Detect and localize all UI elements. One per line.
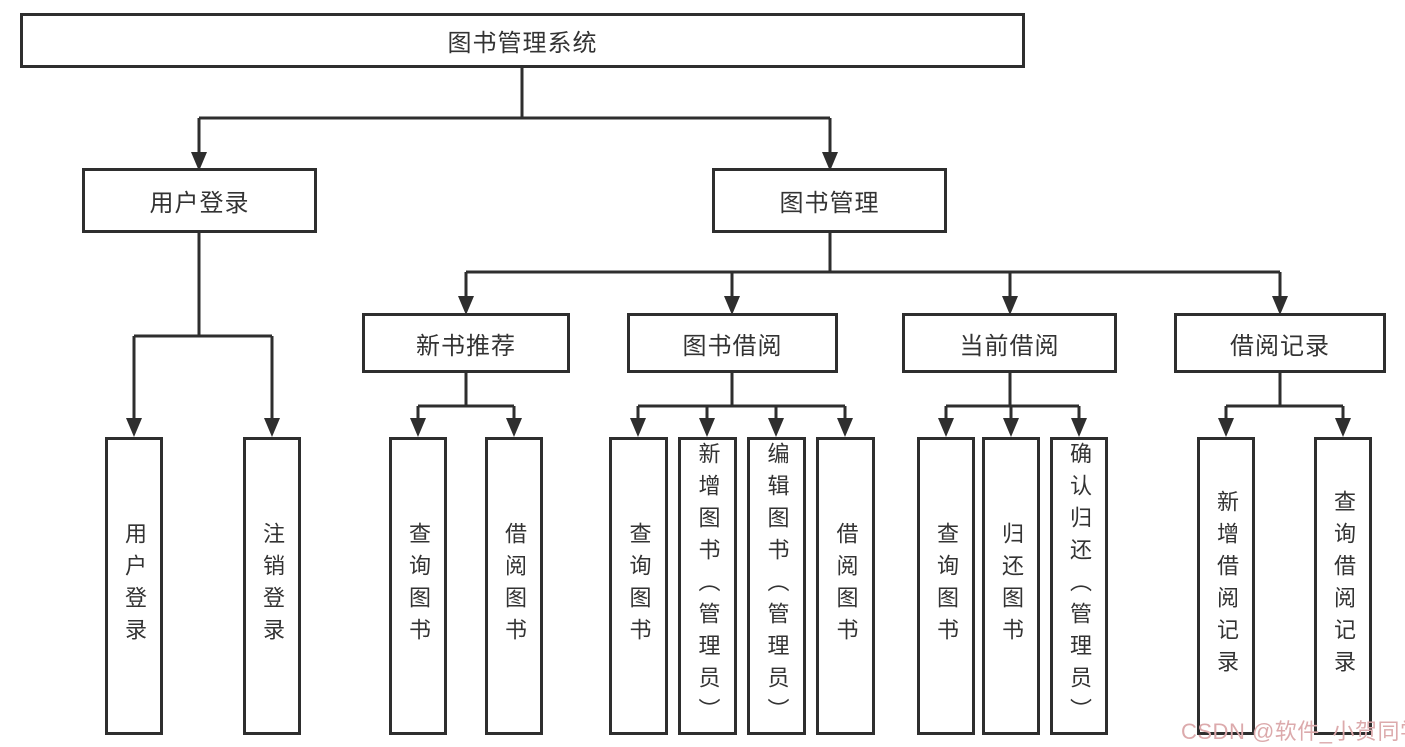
connector-shafts xyxy=(132,68,1345,420)
leaf-query-books-borrowing: 查询图书 xyxy=(609,437,668,735)
leaf-query-books-recommend: 查询图书 xyxy=(389,437,447,735)
node-book-management: 图书管理 xyxy=(712,168,947,233)
node-user-login-group: 用户登录 xyxy=(82,168,317,233)
node-label: 借阅记录 xyxy=(1230,332,1330,360)
node-book-borrowing: 图书借阅 xyxy=(627,313,838,373)
leaf-add-borrow-record: 新增借阅记录 xyxy=(1197,437,1255,735)
node-label: 借阅图书 xyxy=(833,522,859,650)
node-label: 借阅图书 xyxy=(502,522,527,650)
node-current-borrowing: 当前借阅 xyxy=(902,313,1117,373)
node-label: 图书借阅 xyxy=(682,332,783,360)
leaf-user-login: 用户登录 xyxy=(105,437,163,735)
leaf-query-books-current: 查询图书 xyxy=(917,437,975,735)
node-label: 用户登录 xyxy=(149,190,250,217)
leaf-borrow-books: 借阅图书 xyxy=(816,437,875,735)
node-label: 查询图书 xyxy=(934,522,959,650)
leaf-query-borrow-record: 查询借阅记录 xyxy=(1314,437,1372,735)
node-borrowing-records: 借阅记录 xyxy=(1174,313,1386,373)
leaf-logout-login: 注销登录 xyxy=(243,437,301,735)
node-library-management-system: 图书管理系统 xyxy=(20,13,1025,68)
leaf-edit-books-admin: 编辑图书（管理员） xyxy=(747,437,806,735)
node-label: 查询借阅记录 xyxy=(1331,490,1356,682)
leaf-borrow-books-recommend: 借阅图书 xyxy=(485,437,543,735)
node-label: 图书管理 xyxy=(779,190,880,217)
node-label: 用户登录 xyxy=(122,522,147,650)
node-label: 归还图书 xyxy=(999,522,1024,650)
node-label: 确认归还（管理员） xyxy=(1067,442,1092,730)
node-label: 新书推荐 xyxy=(416,332,516,360)
csdn-watermark: CSDN @软件_小贺同学 xyxy=(1181,719,1405,744)
node-label: 新增借阅记录 xyxy=(1214,490,1239,682)
node-new-book-recommend: 新书推荐 xyxy=(362,313,570,373)
node-label: 新增图书（管理员） xyxy=(695,442,721,730)
leaf-return-books: 归还图书 xyxy=(982,437,1040,735)
leaf-add-books-admin: 新增图书（管理员） xyxy=(678,437,737,735)
node-label: 图书管理系统 xyxy=(447,30,598,57)
node-label: 查询图书 xyxy=(626,522,652,650)
node-label: 查询图书 xyxy=(406,522,431,650)
node-label: 注销登录 xyxy=(260,522,285,650)
node-label: 当前借阅 xyxy=(959,332,1060,360)
connector-arrowheads xyxy=(126,152,1351,437)
node-label: 编辑图书（管理员） xyxy=(764,442,790,730)
leaf-confirm-return-admin: 确认归还（管理员） xyxy=(1050,437,1108,735)
